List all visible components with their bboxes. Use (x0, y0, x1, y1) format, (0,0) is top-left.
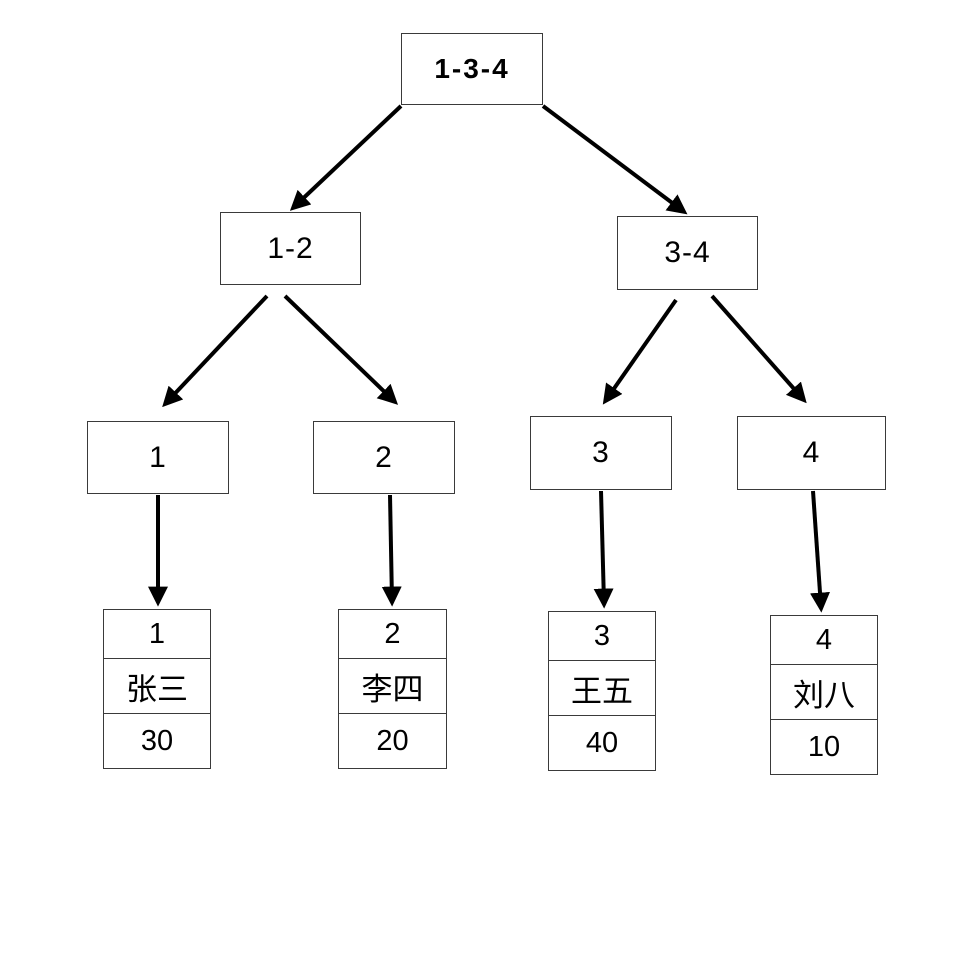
edge-4-to-record-4 (810, 490, 830, 613)
key-node-3: 3 (530, 416, 672, 490)
edge-3-4-to-3 (602, 298, 678, 405)
key-node-1: 1 (87, 421, 229, 494)
edge-1-2-to-1 (162, 294, 269, 408)
record-name: 王五 (549, 661, 655, 716)
edge-3-4-to-4 (710, 294, 807, 404)
edge-1-2-to-2 (283, 294, 399, 405)
internal-node-label: 1-2 (267, 231, 314, 265)
record-value: 20 (376, 724, 409, 757)
record-name: 李四 (339, 659, 446, 714)
edge-2-to-record-2 (381, 494, 402, 607)
record-table-1: 1 张三 30 (103, 609, 211, 769)
root-node: 1-3-4 (401, 33, 543, 105)
key-node-label: 4 (802, 436, 821, 469)
key-node-2: 2 (313, 421, 455, 494)
record-id: 1 (104, 610, 210, 659)
record-name: 刘八 (771, 665, 877, 720)
edge-root-to-1-2 (289, 104, 403, 211)
edge-root-to-3-4 (541, 104, 688, 215)
key-node-label: 2 (375, 440, 393, 474)
internal-node-1-2: 1-2 (220, 212, 361, 285)
record-value: 40 (585, 726, 619, 759)
record-name: 张三 (104, 659, 210, 714)
internal-node-3-4: 3-4 (617, 216, 758, 290)
record-value: 30 (140, 724, 174, 757)
record-table-4: 4 刘八 10 (770, 615, 878, 775)
key-node-label: 3 (592, 436, 610, 469)
record-value: 10 (807, 730, 841, 763)
record-table-3: 3 王五 40 (548, 611, 656, 771)
record-id: 2 (339, 610, 446, 659)
record-id: 4 (771, 616, 877, 665)
record-id: 3 (549, 612, 655, 661)
root-node-label: 1-3-4 (434, 53, 510, 84)
internal-node-label: 3-4 (664, 236, 711, 269)
record-table-2: 2 李四 20 (338, 609, 447, 769)
key-node-label: 1 (149, 440, 167, 474)
edge-3-to-record-3 (593, 490, 614, 609)
key-node-4: 4 (737, 416, 886, 490)
